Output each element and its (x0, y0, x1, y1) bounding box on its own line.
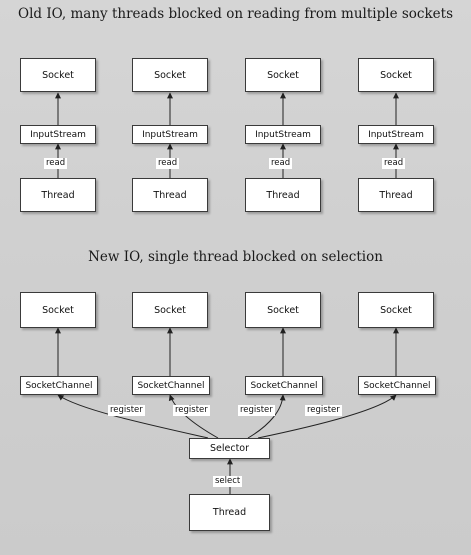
thread-box: Thread (132, 178, 208, 212)
inputstream-box: InputStream (245, 125, 321, 144)
thread-box: Thread (358, 178, 434, 212)
socket-box: Socket (358, 292, 434, 328)
socket-box: Socket (20, 58, 96, 92)
select-edge-label: select (213, 476, 243, 487)
socketchannel-box: SocketChannel (132, 376, 210, 395)
socket-box: Socket (245, 58, 321, 92)
socket-box: Socket (132, 292, 208, 328)
socketchannel-box: SocketChannel (245, 376, 323, 395)
socketchannel-box: SocketChannel (358, 376, 436, 395)
socket-box: Socket (20, 292, 96, 328)
register-edge-label: register (173, 405, 210, 416)
socketchannel-box: SocketChannel (20, 376, 98, 395)
inputstream-box: InputStream (358, 125, 434, 144)
read-edge-label: read (382, 158, 406, 169)
inputstream-box: InputStream (132, 125, 208, 144)
read-edge-label: read (156, 158, 180, 169)
register-edge-label: register (238, 405, 275, 416)
thread-box: Thread (245, 178, 321, 212)
thread-box: Thread (189, 494, 270, 531)
register-edge-label: register (108, 405, 145, 416)
old-io-arrows (55, 92, 399, 178)
read-edge-label: read (269, 158, 293, 169)
socket-box: Socket (245, 292, 321, 328)
inputstream-box: InputStream (20, 125, 96, 144)
socket-box: Socket (358, 58, 434, 92)
socket-box: Socket (132, 58, 208, 92)
selector-box: Selector (189, 438, 270, 459)
new-io-arrows (55, 327, 399, 494)
new-io-title: New IO, single thread blocked on selecti… (88, 249, 383, 265)
read-edge-label: read (44, 158, 68, 169)
register-edge-label: register (305, 405, 342, 416)
old-io-title: Old IO, many threads blocked on reading … (18, 6, 453, 22)
thread-box: Thread (20, 178, 96, 212)
